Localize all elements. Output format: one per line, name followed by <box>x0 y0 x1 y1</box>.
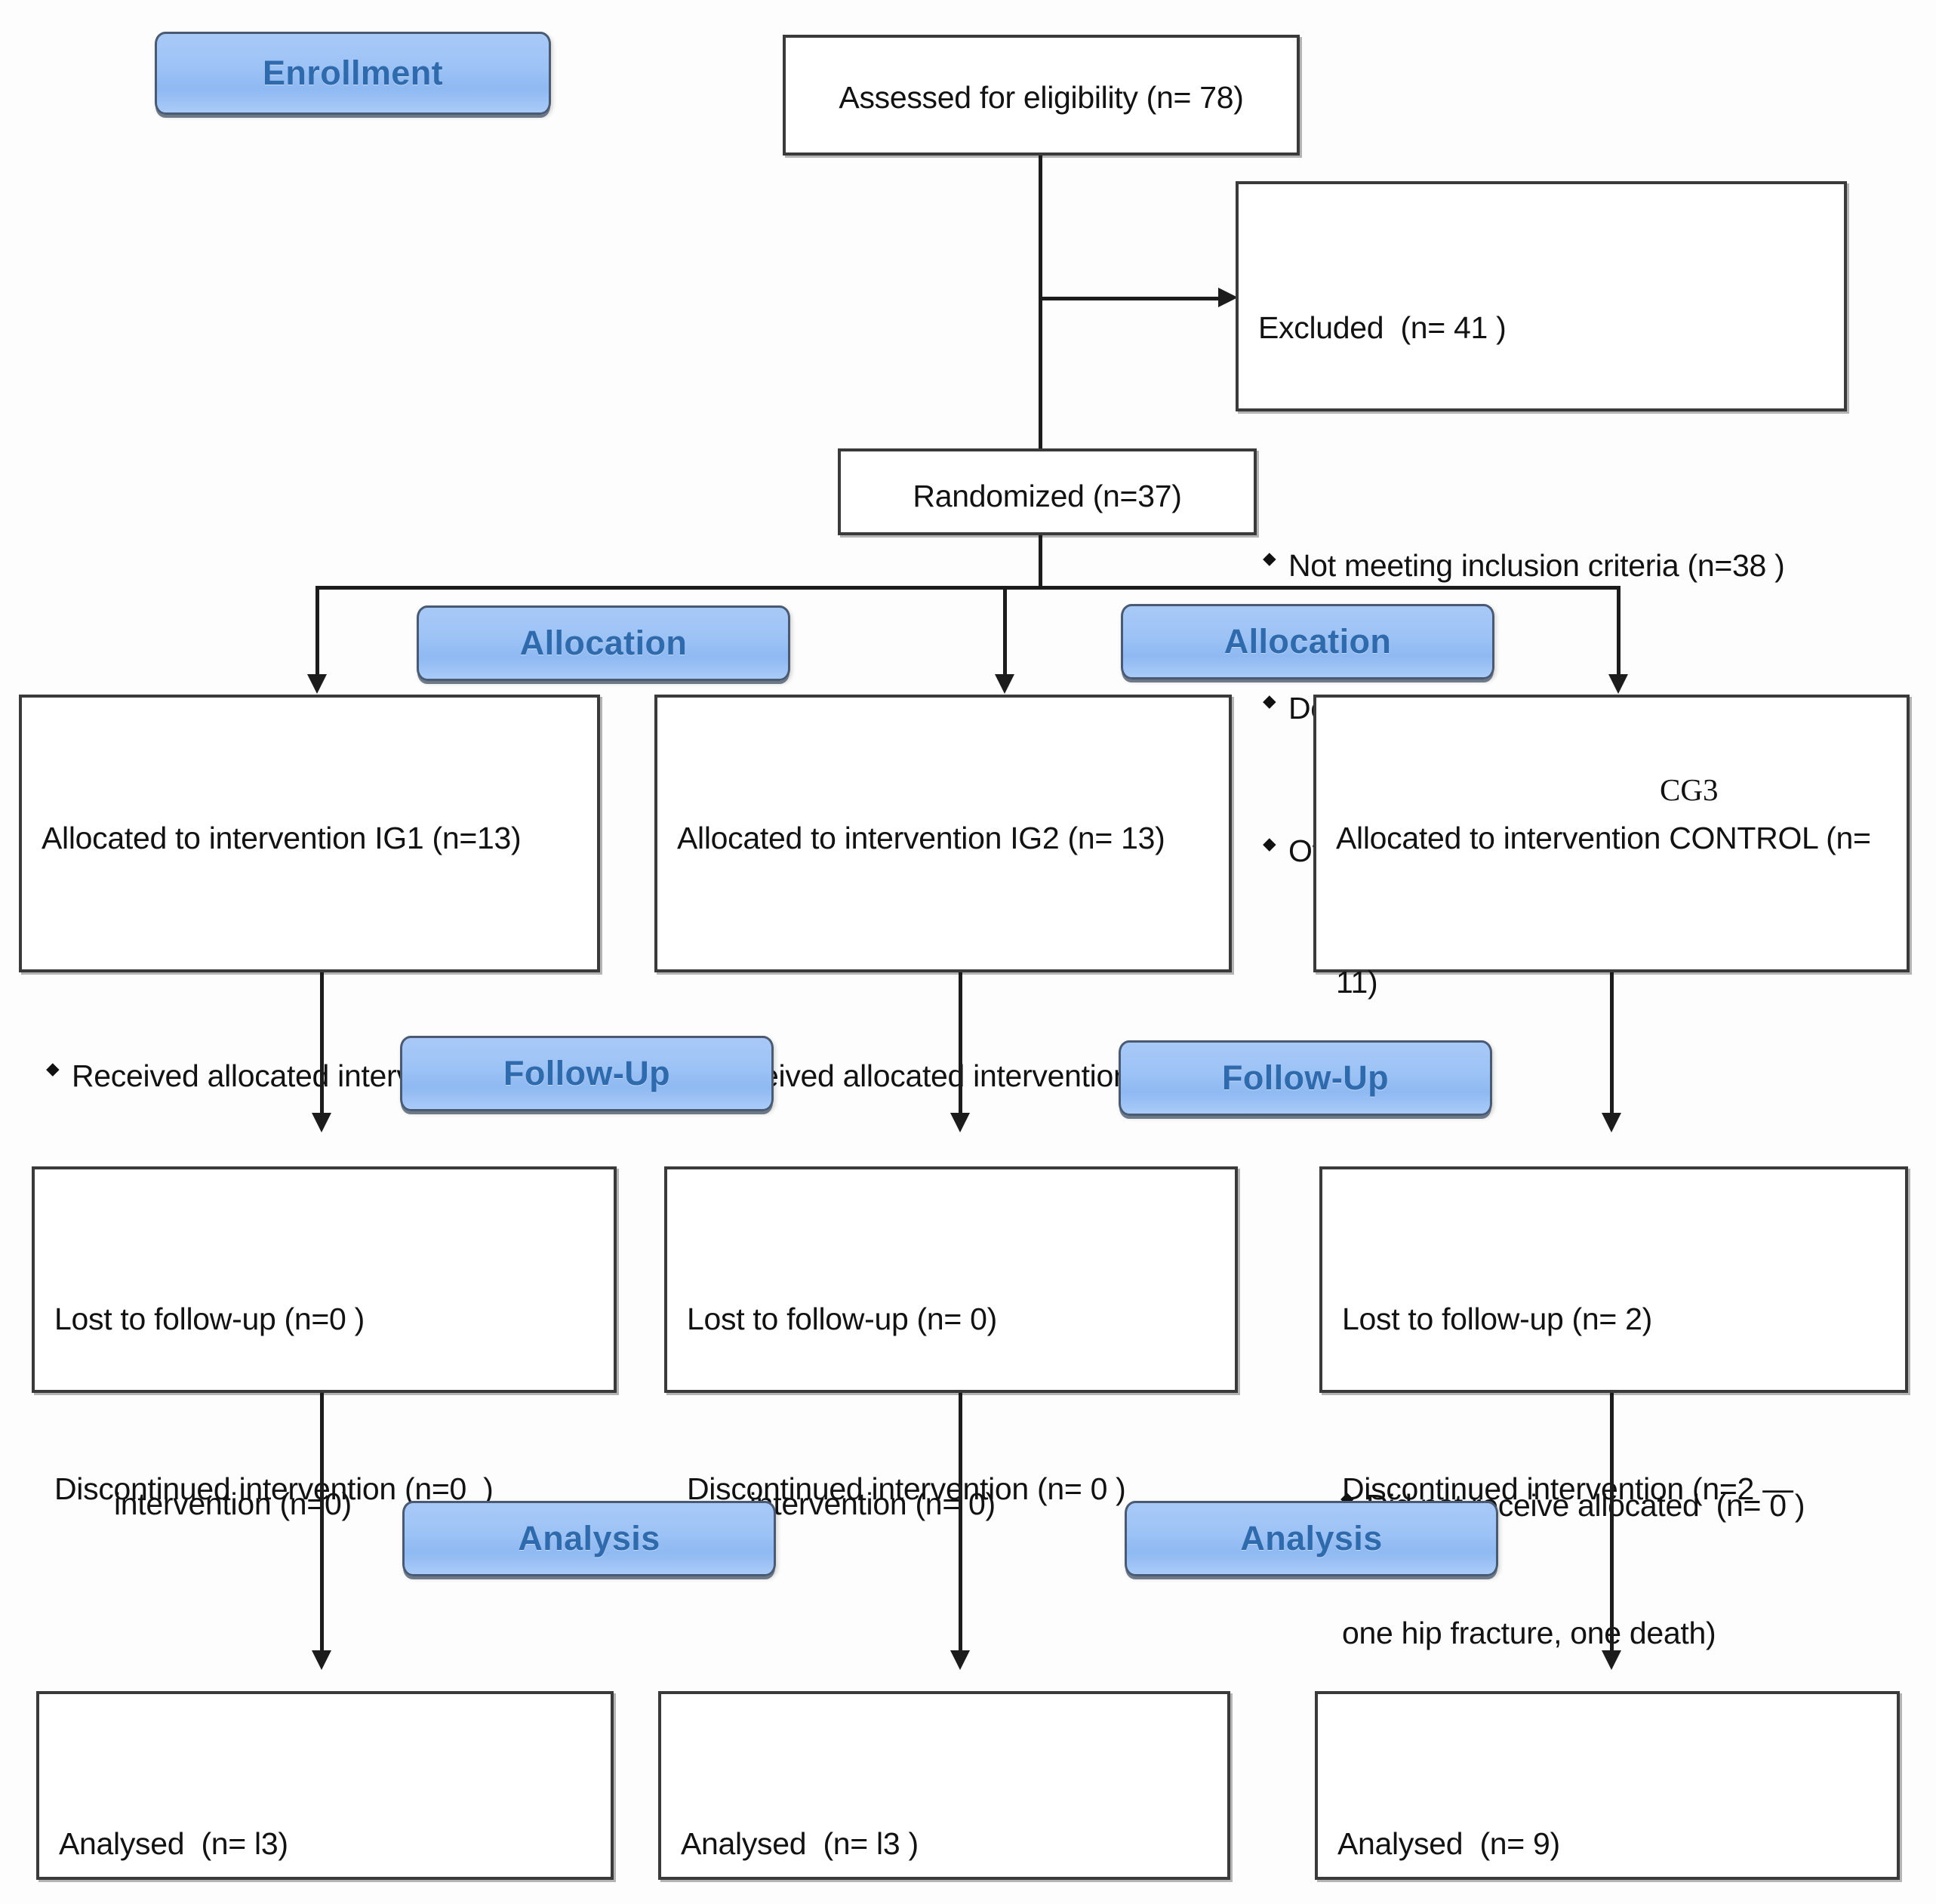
followup-arm1-discontinued: Discontinued intervention (n=0 ) <box>54 1471 494 1506</box>
stage-badge-followup-right-label: Follow-Up <box>1221 1058 1390 1097</box>
allocation-arm2-lead: Allocated to intervention IG2 (n= 13) <box>677 820 1165 855</box>
followup-arm2-lost: Lost to follow-up (n= 0) <box>687 1301 997 1336</box>
followup-arm3-discontinued-cont: one hip fracture, one death) <box>1342 1615 1716 1650</box>
analysis-arm1-lead: Analysed (n= l3) <box>59 1825 288 1861</box>
list-item: intervention (n=0) <box>114 1487 352 1521</box>
connector-arm2-alloc-to-followup <box>959 972 962 1120</box>
analysis-arm2-content: Analysed (n= l3 ) Excluded from analysis… <box>681 1726 1214 1904</box>
excluded-lead: Excluded (n= 41 ) <box>1258 310 1507 345</box>
arrow-allocation-left-icon <box>307 674 327 694</box>
connector-branch-right <box>1617 586 1621 680</box>
arrow-allocation-right-icon <box>1608 674 1628 694</box>
randomized-text: Randomized (n=37) <box>913 479 1182 513</box>
assessed-text: Assessed for eligibility (n= 78) <box>839 80 1244 115</box>
stage-badge-allocation-left-label: Allocation <box>519 624 688 662</box>
box-excluded: Excluded (n= 41 ) Not meeting inclusion … <box>1236 181 1847 868</box>
analysis-arm3-content: Analysed (n= 9) Excluded from analysis (… <box>1337 1726 1883 1904</box>
stage-badge-analysis-left: Analysis <box>402 1501 776 1576</box>
box-followup-arm3: Lost to follow-up (n= 2) Discontinued in… <box>1319 1166 1908 1650</box>
stage-badge-analysis-left-label: Analysis <box>518 1519 660 1557</box>
box-analysis-arm2: Analysed (n= l3 ) Excluded from analysis… <box>658 1691 1230 1880</box>
connector-branch-center <box>1003 586 1007 680</box>
connector-to-excluded <box>1039 297 1227 300</box>
connector-branch-left <box>315 586 319 680</box>
allocation-arm3-group-note: CG3 <box>1660 772 1719 807</box>
connector-arm3-alloc-to-followup <box>1610 972 1614 1120</box>
stage-badge-analysis-right-label: Analysis <box>1240 1519 1383 1557</box>
box-followup-arm1: Lost to follow-up (n=0 ) Discontinued in… <box>32 1166 617 1506</box>
analysis-arm3-lead: Analysed (n= 9) <box>1337 1825 1560 1861</box>
followup-arm3-discontinued: Discontinued intervention (n=2 — <box>1342 1471 1793 1506</box>
box-followup-arm2: Lost to follow-up (n= 0) Discontinued in… <box>664 1166 1238 1506</box>
stage-badge-allocation-right-label: Allocation <box>1223 622 1392 661</box>
connector-randomized-stem <box>1039 535 1042 588</box>
followup-arm3-content: Lost to follow-up (n= 2) Discontinued in… <box>1342 1201 1891 1753</box>
arrow-arm3-analysis-icon <box>1602 1650 1621 1670</box>
arrow-arm3-followup-icon <box>1602 1113 1621 1132</box>
connector-arm3-followup-to-analysis <box>1610 1393 1614 1657</box>
list-item: Not meeting inclusion criteria (n=38 ) <box>1258 541 1830 589</box>
allocation-arm1-lead: Allocated to intervention IG1 (n=13) <box>42 820 522 855</box>
stage-badge-analysis-right: Analysis <box>1125 1501 1498 1576</box>
arrow-arm1-analysis-icon <box>312 1650 331 1670</box>
arrow-allocation-center-icon <box>995 674 1014 694</box>
arrow-arm1-followup-icon <box>312 1113 331 1132</box>
stage-badge-followup-right: Follow-Up <box>1119 1040 1492 1116</box>
box-randomized: Randomized (n=37) <box>838 448 1257 535</box>
connector-assessed-to-randomized <box>1039 156 1042 450</box>
stage-badge-enrollment-label: Enrollment <box>262 54 444 92</box>
arrow-arm2-analysis-icon <box>950 1650 970 1670</box>
analysis-arm2-lead: Analysed (n= l3 ) <box>681 1825 919 1861</box>
analysis-arm1-content: Analysed (n= l3) Excluded from analysis … <box>59 1726 597 1904</box>
arrow-to-excluded-icon <box>1218 288 1238 307</box>
box-allocation-arm1: Allocated to intervention IG1 (n=13) Rec… <box>19 695 600 1521</box>
followup-arm2-discontinued: Discontinued intervention (n= 0 ) <box>687 1471 1126 1506</box>
connector-arm1-alloc-to-followup <box>320 972 324 1120</box>
stage-badge-allocation-left: Allocation <box>417 605 790 681</box>
list-item: Received allocated intervention <box>677 1052 1215 1099</box>
followup-arm1-lost: Lost to follow-up (n=0 ) <box>54 1301 365 1336</box>
connector-arm2-followup-to-analysis <box>959 1393 962 1657</box>
stage-badge-enrollment: Enrollment <box>155 32 551 115</box>
arrow-arm2-followup-icon <box>950 1113 970 1132</box>
stage-badge-followup-left: Follow-Up <box>400 1036 774 1111</box>
stage-badge-allocation-right: Allocation <box>1121 604 1494 679</box>
followup-arm3-lost: Lost to follow-up (n= 2) <box>1342 1301 1652 1336</box>
followup-arm1-content: Lost to follow-up (n=0 ) Discontinued in… <box>54 1201 600 1610</box>
box-analysis-arm1: Analysed (n= l3) Excluded from analysis … <box>36 1691 614 1880</box>
allocation-arm3-lead-cont: 11) <box>1336 964 1378 1000</box>
box-allocation-arm2: Allocated to intervention IG2 (n= 13) Re… <box>654 695 1232 1521</box>
connector-allocation-branch-bar <box>315 586 1620 590</box>
box-analysis-arm3: Analysed (n= 9) Excluded from analysis (… <box>1315 1691 1900 1880</box>
allocation-arm3-lead: Allocated to intervention CONTROL (n= <box>1336 820 1871 855</box>
box-assessed-for-eligibility: Assessed for eligibility (n= 78) <box>783 35 1300 156</box>
box-allocation-arm3: Allocated to intervention CONTROL (n= 11… <box>1313 695 1910 1523</box>
connector-arm1-followup-to-analysis <box>320 1393 324 1657</box>
followup-arm2-content: Lost to follow-up (n= 0) Discontinued in… <box>687 1201 1221 1610</box>
stage-badge-followup-left-label: Follow-Up <box>503 1054 671 1092</box>
